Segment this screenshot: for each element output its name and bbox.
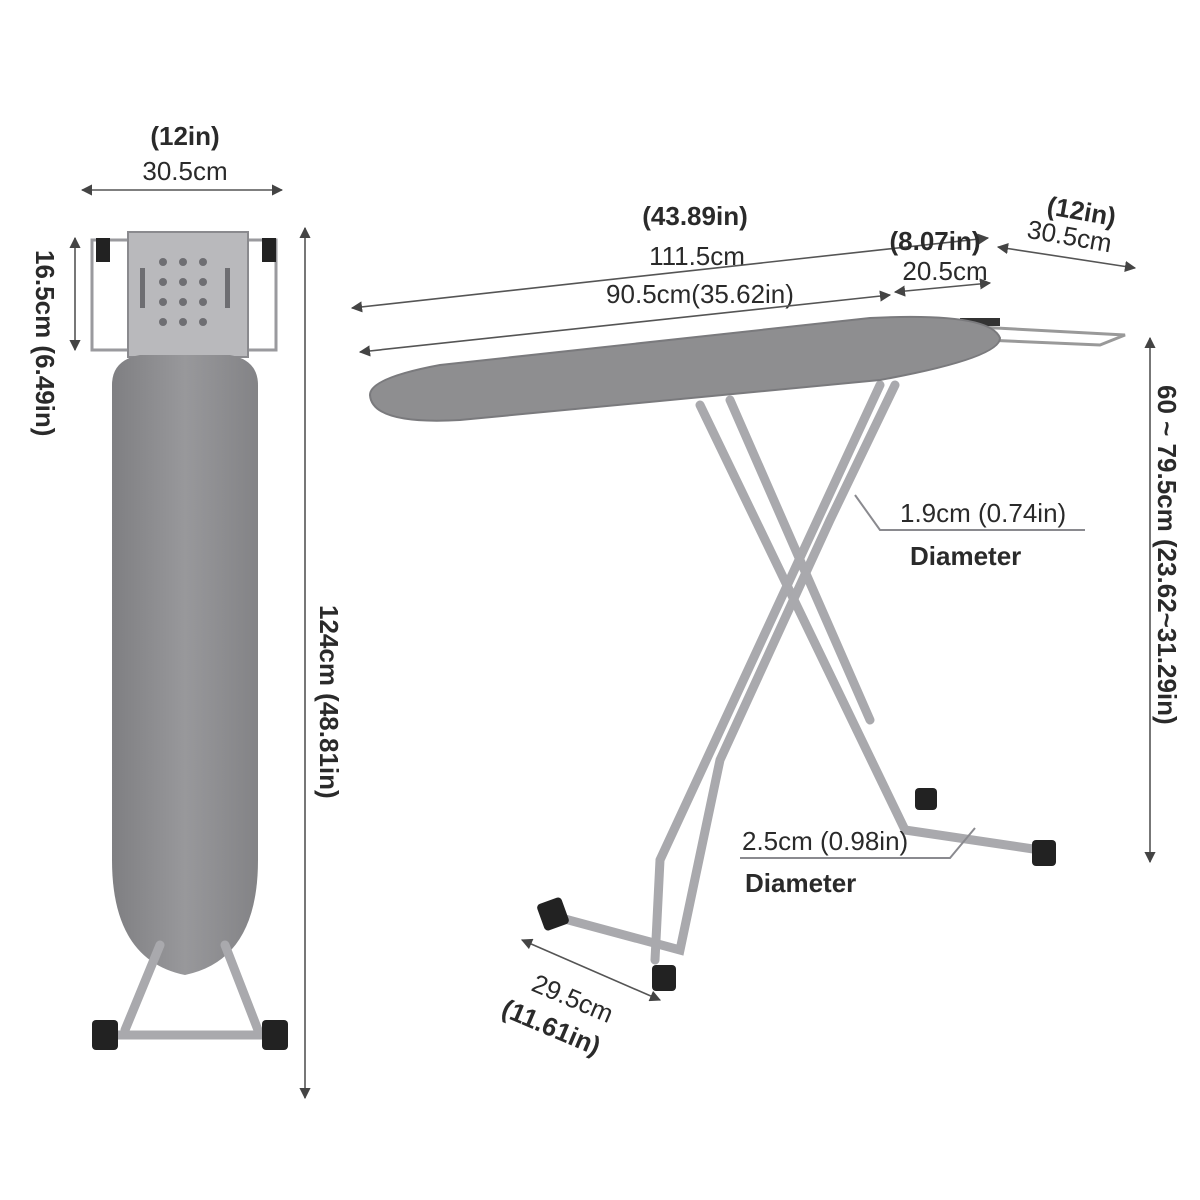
leg-diameter-value: 1.9cm (0.74in) [900,498,1066,528]
side-leg-front [545,380,900,956]
foot-diameter-label: Diameter [745,868,856,898]
foot-cap-right [262,1020,288,1050]
side-rest-bumper [960,318,1000,326]
side-total-length-in: (43.89in) [642,201,748,231]
rest-holes [140,258,230,326]
leg-diameter-label: Diameter [910,541,1021,571]
front-width-cm: 30.5cm [142,156,227,186]
rest-bumper-left [96,238,110,262]
rest-length-dimension-line [893,278,992,297]
front-view: (12in) 30.5cm 16.5cm (6.49in) 124cm (48.… [30,121,344,1100]
side-foot-cap-2 [652,965,676,991]
side-rest-length-in: (8.07in) [889,226,980,256]
foot-width-dimension-line [520,938,662,1002]
board-side-view [368,315,1002,422]
front-leg-right [220,940,263,1035]
foot-diameter-value: 2.5cm (0.98in) [742,826,908,856]
side-view: (43.89in) 111.5cm 90.5cm(35.62in) (8.07i… [350,190,1182,1061]
rest-bumper-right [262,238,276,262]
front-width-in: (12in) [150,121,219,151]
side-foot-cap-3 [915,788,937,810]
board-top-view [112,355,258,975]
foot-diameter-leader [740,827,976,859]
side-rest-length-cm: 20.5cm [902,256,987,286]
leg-diameter-leader [854,494,1085,531]
front-total-length: 124cm (48.81in) [314,605,344,799]
front-leg-left [120,940,165,1035]
side-leg-mid [725,395,875,725]
rest-width-dimension-line [996,242,1137,273]
side-foot-cap-4 [1032,840,1056,866]
front-rest-height: 16.5cm (6.49in) [30,250,60,436]
side-leg-front-inner [650,380,885,965]
foot-cap-left [92,1020,118,1050]
side-height-range: 60 ~ 79.5cm (23.62~31.29in) [1152,385,1182,725]
side-leg-back [695,400,1045,855]
board-length-dimension-line [358,290,892,357]
side-board-length: 90.5cm(35.62in) [606,279,794,309]
side-foot-cap-1 [537,897,569,931]
